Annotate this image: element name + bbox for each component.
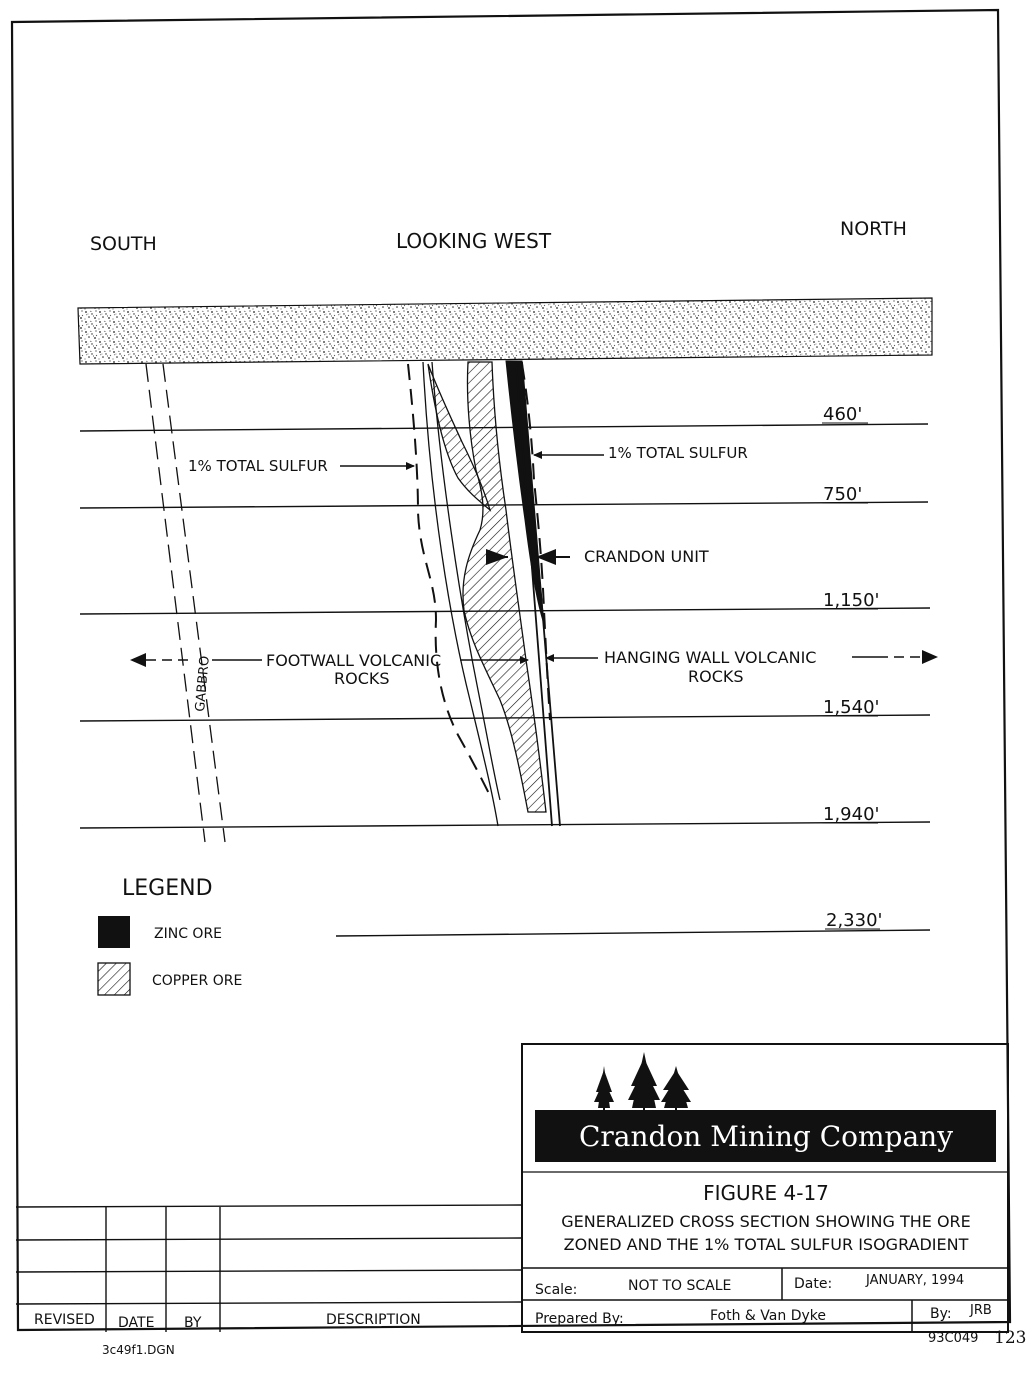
footwall-label-line1: FOOTWALL VOLCANIC — [266, 651, 441, 670]
footwall-boundaries — [422, 361, 501, 827]
hanging-wall-label-line1: HANGING WALL VOLCANIC — [604, 648, 816, 667]
revision-header-description: DESCRIPTION — [326, 1312, 421, 1328]
copper-ore-upper-lens — [427, 363, 492, 512]
figure-caption-line2: ZONED AND THE 1% TOTAL SULFUR ISOGRADIEN… — [564, 1235, 969, 1254]
hanging-wall-callout: HANGING WALL VOLCANIC ROCKS — [545, 648, 938, 686]
hanging-wall-label-line2: ROCKS — [688, 667, 744, 686]
depth-label: 460' — [823, 404, 862, 425]
page-number: 123 — [994, 1328, 1026, 1348]
legend-item-zinc: ZINC ORE — [154, 926, 222, 942]
title-block-frame — [521, 1043, 1009, 1333]
revision-block: REVISED DATE BY DESCRIPTION — [15, 1204, 523, 1332]
overburden-band — [77, 297, 933, 365]
file-name: 3c49f1.DGN — [102, 1343, 175, 1357]
north-label: NORTH — [840, 218, 907, 240]
depth-label: 1,540' — [823, 697, 879, 718]
revision-header-date: DATE — [118, 1315, 154, 1331]
crandon-unit-label: CRANDON UNIT — [584, 547, 709, 566]
revision-header-by: BY — [184, 1315, 202, 1331]
drawing-number: 93C049 — [928, 1331, 978, 1346]
scale-value: NOT TO SCALE — [628, 1278, 731, 1294]
looking-west-label: LOOKING WEST — [396, 229, 552, 253]
date-label: Date: — [794, 1276, 832, 1292]
title-block: Crandon Mining Company FIGURE 4-17 GENER… — [521, 1043, 1009, 1333]
depth-labels: 460' 750' 1,150' 1,540' 1,940' 2,330' — [822, 404, 882, 931]
arrow-icon — [922, 650, 938, 664]
legend-title: LEGEND — [122, 876, 213, 901]
pine-trees-icon — [594, 1052, 691, 1112]
depth-line-1940 — [79, 821, 931, 829]
gabbro-dike: GABBRO — [145, 363, 226, 843]
crandon-unit-contacts — [515, 361, 561, 827]
sulfur-isogradient-south — [407, 363, 493, 801]
company-banner — [535, 1110, 996, 1162]
arrow-icon — [130, 653, 146, 667]
depth-label: 1,940' — [823, 804, 879, 825]
depth-label: 1,150' — [823, 590, 879, 611]
scale-label: Scale: — [535, 1282, 577, 1298]
by-value: JRB — [969, 1303, 992, 1318]
footwall-label-line2: ROCKS — [334, 669, 390, 688]
legend-item-copper: COPPER ORE — [152, 973, 242, 989]
crandon-unit-callout: CRANDON UNIT — [486, 547, 709, 566]
depth-line-460 — [79, 423, 929, 432]
revision-header-revised: REVISED — [34, 1312, 95, 1328]
sulfur-label-left: 1% TOTAL SULFUR — [188, 457, 328, 475]
figure-caption-line1: GENERALIZED CROSS SECTION SHOWING THE OR… — [561, 1212, 971, 1231]
south-label: SOUTH — [90, 233, 157, 255]
company-name: Crandon Mining Company — [579, 1120, 953, 1153]
depth-line-2330 — [335, 929, 931, 937]
sulfur-callout-left: 1% TOTAL SULFUR — [188, 457, 415, 475]
zinc-ore-swatch — [98, 916, 130, 948]
legend: LEGEND ZINC ORE COPPER ORE — [97, 876, 242, 996]
by-label: By: — [930, 1306, 952, 1322]
sulfur-label-right: 1% TOTAL SULFUR — [608, 444, 748, 462]
depth-label: 750' — [823, 484, 862, 505]
prepared-by-label: Prepared By: — [535, 1311, 624, 1327]
prepared-by-value: Foth & Van Dyke — [710, 1308, 826, 1324]
depth-line-1540 — [79, 714, 931, 722]
arrow-icon — [536, 549, 556, 565]
gabbro-label: GABBRO — [193, 655, 213, 712]
copper-ore-swatch — [97, 962, 131, 996]
drawing-border — [10, 8, 1012, 1332]
depth-label: 2,330' — [826, 910, 882, 931]
sulfur-callout-right: 1% TOTAL SULFUR — [533, 444, 748, 462]
figure-number: FIGURE 4-17 — [703, 1181, 829, 1205]
date-value: JANUARY, 1994 — [865, 1273, 964, 1288]
footwall-callout: FOOTWALL VOLCANIC ROCKS — [130, 651, 529, 688]
